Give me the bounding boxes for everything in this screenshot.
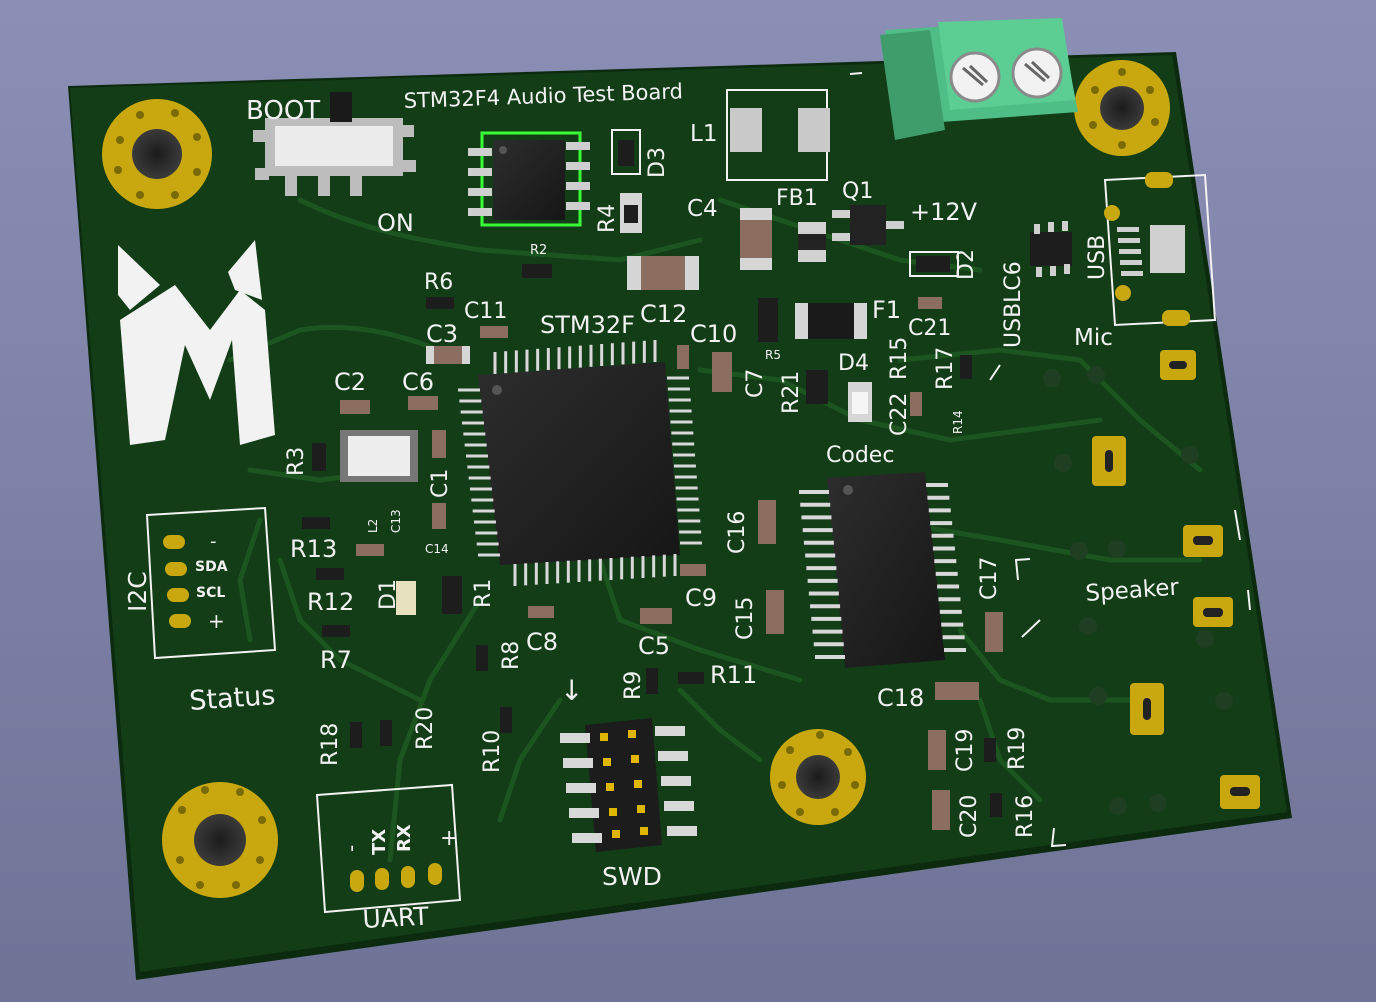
passive-components — [396, 89, 1072, 615]
stm32-mcu-chip — [458, 340, 702, 586]
boot-switch — [253, 92, 416, 196]
label-d1: D1 — [376, 579, 401, 610]
speaker-mic-holes — [1043, 361, 1250, 815]
label-r8: R8 — [499, 641, 524, 670]
label-r12: R12 — [307, 588, 354, 616]
i2c-connector-outline — [145, 506, 277, 660]
label-c16: C16 — [725, 511, 750, 554]
label-c11: C11 — [464, 299, 507, 324]
label-c10: C10 — [690, 320, 737, 348]
label-c17: C17 — [977, 557, 1002, 600]
crystal-oscillator — [340, 430, 418, 482]
label-l2: L2 — [366, 519, 380, 533]
label-c1: C1 — [428, 469, 453, 498]
label-i2c: I2C — [123, 571, 152, 612]
label-mic: Mic — [1074, 325, 1113, 351]
label-r1: R1 — [471, 579, 496, 608]
flash-chip-selected — [468, 131, 590, 227]
label-12v: +12V — [910, 198, 978, 226]
label-c15: C15 — [733, 597, 758, 640]
uart-connector-outline — [315, 783, 462, 914]
label-r21: R21 — [779, 371, 804, 414]
swd-header — [560, 718, 697, 852]
mounting-hole-top-right — [1074, 60, 1170, 156]
label-r14: R14 — [951, 410, 965, 434]
label-r13: R13 — [290, 535, 337, 563]
label-stm32f: STM32F — [540, 311, 635, 339]
label-r16: R16 — [1013, 795, 1038, 838]
label-c6: C6 — [402, 368, 434, 396]
label-r7: R7 — [320, 646, 352, 674]
label-boot: BOOT — [246, 96, 320, 126]
i2c-pads — [163, 535, 191, 628]
label-d3: D3 — [645, 147, 670, 178]
label-c19: C19 — [953, 729, 978, 772]
mounting-hole-top-left — [102, 99, 212, 209]
label-on: ON — [377, 209, 414, 237]
label-c14: C14 — [425, 542, 449, 556]
label-c22: C22 — [887, 393, 912, 436]
i2c-pin-plus: + — [208, 609, 225, 633]
label-c13: C13 — [389, 509, 403, 533]
label-r17: R17 — [933, 347, 958, 390]
label-uart: UART — [362, 902, 430, 934]
label-usblc6: USBLC6 — [1001, 261, 1026, 348]
label-r6: R6 — [424, 270, 453, 295]
usb-connector — [1103, 172, 1217, 327]
label-c2: C2 — [334, 368, 366, 396]
label-c3: C3 — [426, 320, 458, 348]
label-f1: F1 — [872, 296, 901, 324]
label-r11: R11 — [710, 661, 757, 689]
label-r9: R9 — [621, 671, 646, 700]
i2c-pin-sda: SDA — [195, 559, 228, 575]
codec-chip — [799, 472, 966, 668]
uart-pads — [350, 863, 442, 892]
label-d2: D2 — [954, 249, 979, 280]
mounting-hole-bottom-center — [770, 729, 866, 825]
small-smd-parts — [302, 264, 1003, 830]
uart-pin-tx: TX — [369, 829, 390, 855]
mounting-hole-bottom-left — [162, 782, 278, 898]
label-d4: D4 — [838, 351, 869, 376]
power-terminal-block — [880, 18, 1078, 140]
label-c18: C18 — [877, 684, 924, 712]
pcb-board — [70, 55, 1287, 972]
label-c21: C21 — [908, 316, 951, 341]
label-c8: C8 — [526, 628, 558, 656]
i2c-pin-scl: SCL — [196, 585, 225, 601]
label-r10: R10 — [480, 730, 505, 773]
uart-pin-rx: RX — [394, 824, 415, 852]
label-swd: SWD — [602, 862, 662, 891]
label-r19: R19 — [1005, 727, 1030, 770]
brand-logo — [118, 240, 275, 445]
label-r15: R15 — [887, 337, 912, 380]
label-c5: C5 — [638, 632, 670, 660]
uart-pin-minus: - — [339, 845, 363, 852]
label-c9: C9 — [685, 584, 717, 612]
mounting-hole-vias — [114, 68, 1159, 889]
label-fb1: FB1 — [776, 186, 818, 211]
label-usb: USB — [1085, 235, 1110, 280]
label-c4: C4 — [687, 196, 718, 222]
label-l1: L1 — [690, 121, 717, 147]
label-r2: R2 — [530, 243, 547, 258]
label-r18: R18 — [318, 723, 343, 766]
label-status: Status — [188, 680, 276, 717]
label-r5: R5 — [765, 348, 781, 362]
pin1-arrow: ↓ — [560, 674, 583, 707]
silkscreen-marks — [849, 72, 1251, 848]
label-c12: C12 — [640, 300, 687, 328]
label-r3: R3 — [284, 447, 309, 476]
label-c7: C7 — [743, 369, 768, 398]
label-codec: Codec — [826, 443, 894, 468]
label-q1: Q1 — [842, 179, 873, 204]
label-r20: R20 — [413, 707, 438, 750]
i2c-pin-minus: - — [210, 531, 217, 552]
label-c20: C20 — [957, 795, 982, 838]
label-r4: R4 — [595, 204, 620, 233]
uart-pin-plus: + — [440, 826, 458, 851]
